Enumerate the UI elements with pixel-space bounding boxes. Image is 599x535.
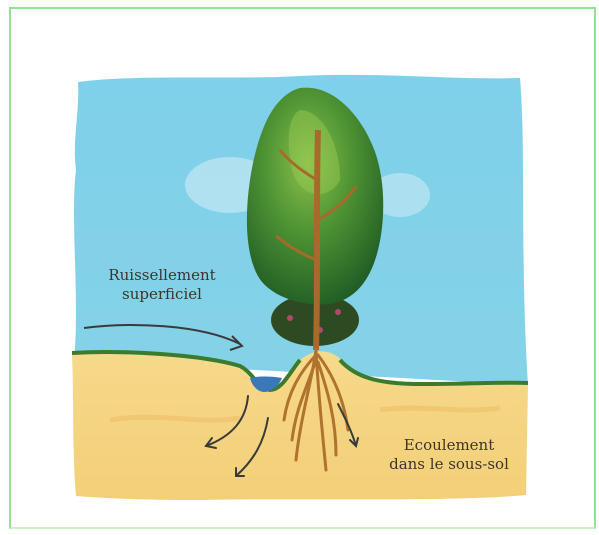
runoff-label-line1: Ruissellement [92, 266, 232, 285]
soil-texture [110, 417, 240, 420]
runoff-label: Ruissellement superficiel [92, 266, 232, 304]
underground-label-line2: dans le sous-sol [376, 455, 522, 474]
shrub-flower [335, 309, 341, 315]
underground-label-line1: Ecoulement [376, 436, 522, 455]
tree-trunk [316, 130, 318, 350]
runoff-label-line2: superficiel [92, 285, 232, 304]
soil-texture [380, 408, 500, 410]
underground-flow-label: Ecoulement dans le sous-sol [376, 436, 522, 474]
shrub-flower [287, 315, 293, 321]
